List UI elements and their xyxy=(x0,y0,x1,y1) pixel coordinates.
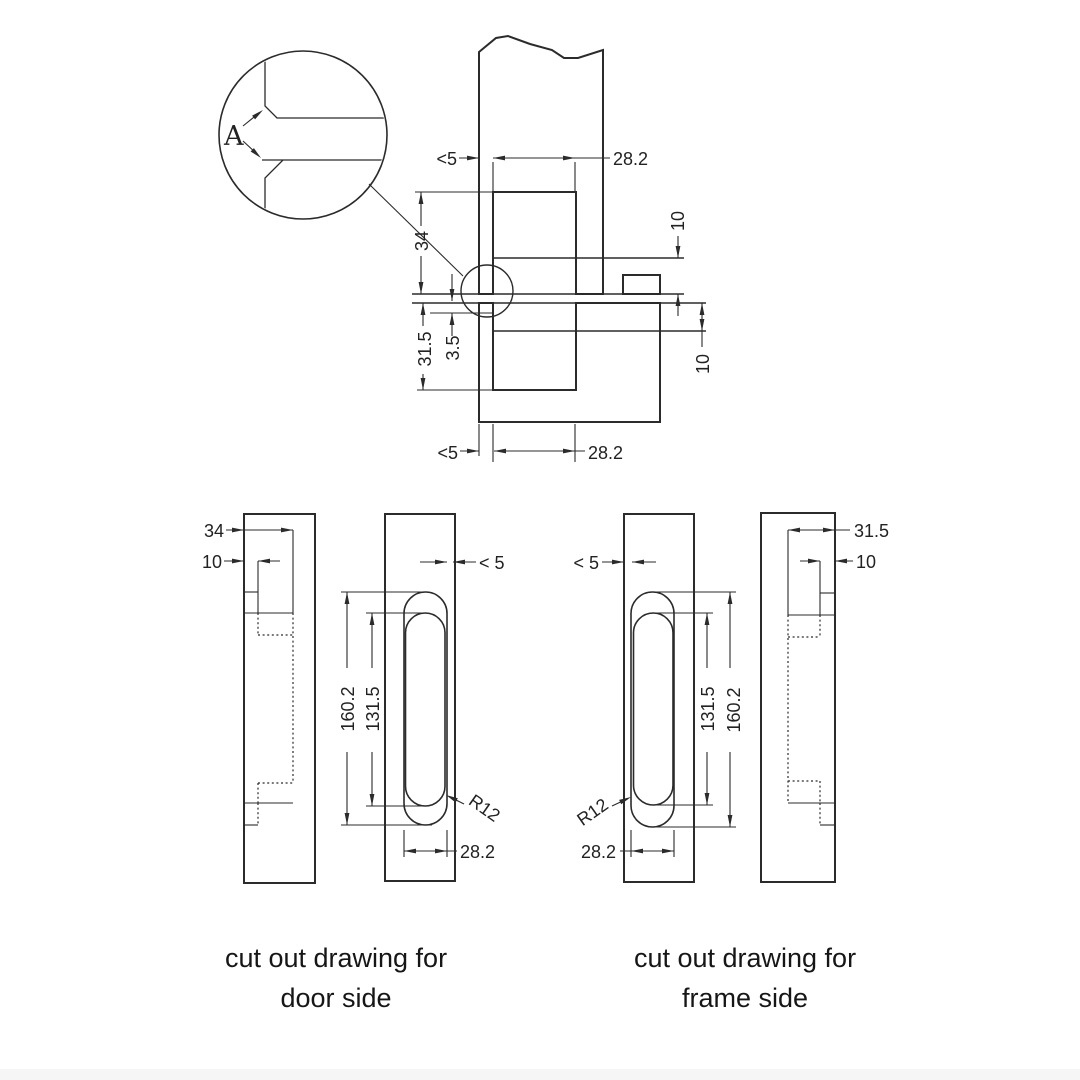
dim-label-frame-edge-gap: < 5 xyxy=(573,553,599,573)
frame-caption-line1: cut out drawing for xyxy=(634,943,856,973)
frame-front-view: < 5 131.5 160.2 R12 xyxy=(573,513,744,883)
door-side-profile xyxy=(244,561,294,826)
frame-side-view: 31.5 10 xyxy=(760,512,889,883)
dim-label-frame-pocket-depth: 31.5 xyxy=(415,331,435,366)
dim-label-frame-slot-width: 28.2 xyxy=(581,842,616,862)
dim-plate-recess: 3.5 xyxy=(430,274,493,361)
dim-door-slot-width: 28.2 xyxy=(403,830,495,862)
detail-leader-line xyxy=(368,183,464,277)
dim-door-inner-length: 131.5 xyxy=(363,612,428,807)
detail-frame-corner xyxy=(264,159,386,218)
dim-label-door-outer-length: 160.2 xyxy=(338,686,358,731)
dim-label-frame-outer-length: 160.2 xyxy=(724,687,744,732)
dim-label-frame-inner-length: 131.5 xyxy=(698,686,718,731)
dim-label-lower-step: 10 xyxy=(693,354,713,374)
dim-label-top-edge-gap: <5 xyxy=(436,149,457,169)
captions: cut out drawing for door side cut out dr… xyxy=(225,943,856,1013)
detail-marker-circle xyxy=(460,264,514,318)
frame-side-profile xyxy=(787,561,835,826)
dim-upper-step: 10 xyxy=(668,211,688,316)
dim-lower-step: 10 xyxy=(693,303,713,374)
door-slot-inner xyxy=(404,612,446,807)
dim-frame-edge-gap: < 5 xyxy=(573,553,656,573)
door-caption-line2: door side xyxy=(280,983,391,1013)
dim-label-top-pocket-width: 28.2 xyxy=(613,149,648,169)
dim-label-upper-step: 10 xyxy=(668,211,688,231)
detail-door-corner xyxy=(264,52,386,119)
door-section xyxy=(478,34,684,295)
dim-bottom-pocket: <5 28.2 xyxy=(437,424,623,463)
dim-label-door-edge-gap: < 5 xyxy=(479,553,505,573)
footer-band xyxy=(0,1069,1080,1080)
dim-label-bottom-edge-gap: <5 xyxy=(437,443,458,463)
dim-frame-outer-length: 160.2 xyxy=(648,591,744,828)
dim-label-frame-side-step: 10 xyxy=(856,552,876,572)
dim-door-side-depth: 34 xyxy=(204,521,294,613)
detail-label-a: A xyxy=(223,121,244,152)
detail-circle-a: A xyxy=(218,50,388,220)
door-caption-line1: cut out drawing for xyxy=(225,943,447,973)
dim-top-pocket: <5 28.2 xyxy=(436,149,648,192)
dim-frame-slot-width: 28.2 xyxy=(581,830,675,862)
dim-frame-corner-radius: R12 xyxy=(573,794,631,830)
dim-door-edge-gap: < 5 xyxy=(420,553,505,573)
frame-lip-section xyxy=(622,274,661,295)
frame-slot-inner xyxy=(632,612,674,806)
dim-label-plate-recess: 3.5 xyxy=(443,335,463,360)
dim-door-side-step: 10 xyxy=(202,552,280,572)
frame-section xyxy=(478,274,706,423)
dim-label-door-side-step: 10 xyxy=(202,552,222,572)
dim-label-frame-side-depth: 31.5 xyxy=(854,521,889,541)
door-front-view: < 5 160.2 131.5 R12 xyxy=(338,513,505,882)
dim-door-pocket-depth: 34 xyxy=(412,191,493,294)
dim-label-door-corner-radius: R12 xyxy=(465,790,504,825)
dim-label-door-slot-width: 28.2 xyxy=(460,842,495,862)
door-side-view: 34 10 xyxy=(202,513,316,884)
section-view: A <5 28.2 34 xyxy=(218,34,713,463)
dim-frame-pocket-depth: 31.5 xyxy=(415,303,493,391)
dim-label-door-inner-length: 131.5 xyxy=(363,686,383,731)
detail-arrow-upper xyxy=(252,110,263,120)
dim-frame-side-depth: 31.5 xyxy=(787,521,889,615)
door-slot-outer xyxy=(403,591,448,826)
dim-door-outer-length: 160.2 xyxy=(338,591,432,826)
dim-label-frame-corner-radius: R12 xyxy=(573,794,612,829)
detail-arrow-lower xyxy=(250,148,261,158)
dim-label-door-pocket-depth: 34 xyxy=(412,231,432,251)
hinge-plate-lines xyxy=(412,293,706,304)
dim-frame-side-step: 10 xyxy=(800,552,876,572)
frame-caption-line2: frame side xyxy=(682,983,808,1013)
dim-label-bottom-pocket-width: 28.2 xyxy=(588,443,623,463)
dim-frame-inner-length: 131.5 xyxy=(650,612,718,806)
frame-slot-outer xyxy=(630,591,675,828)
dim-label-door-side-depth: 34 xyxy=(204,521,224,541)
